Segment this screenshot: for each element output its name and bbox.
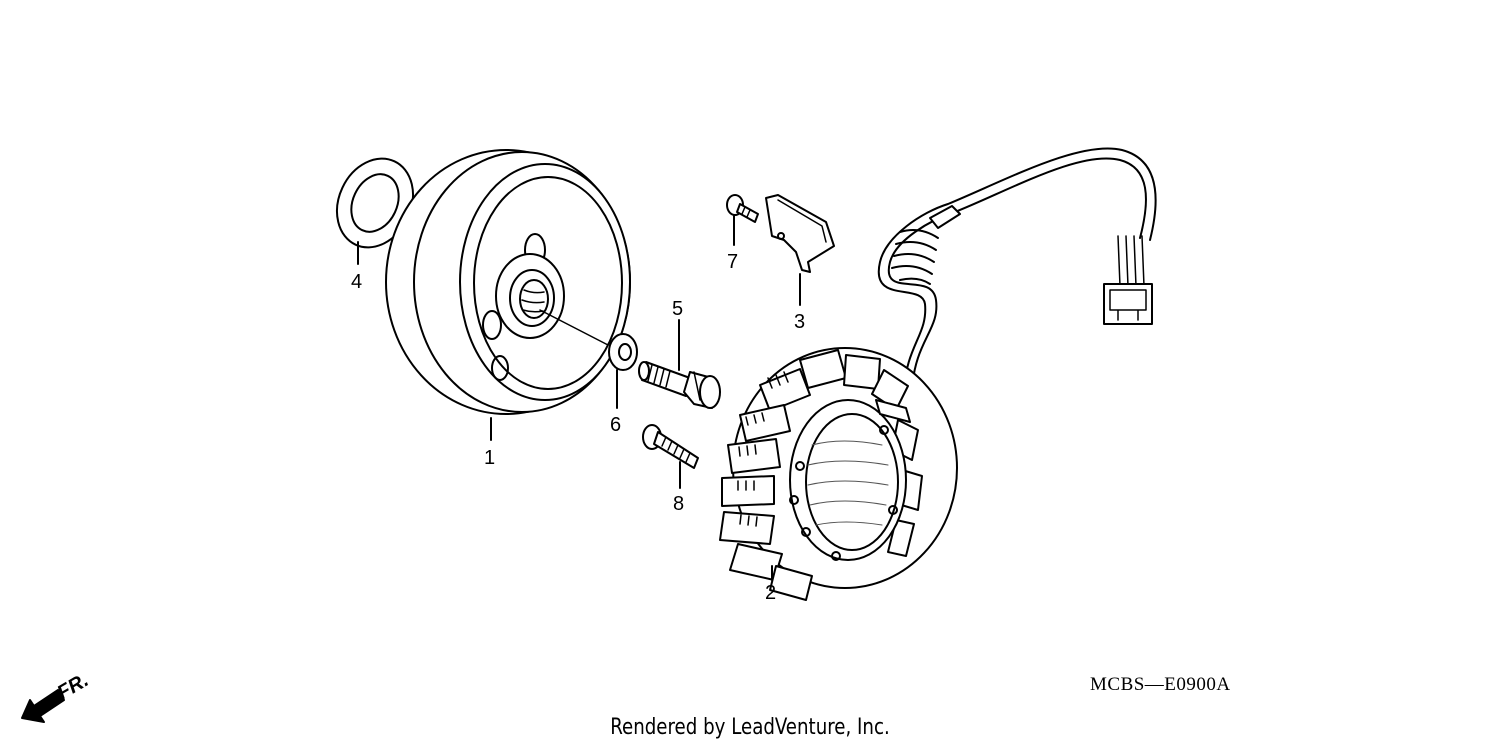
render-credit: Rendered by LeadVenture, Inc. xyxy=(610,715,890,740)
callout-1: 1 xyxy=(484,447,495,469)
callout-6: 6 xyxy=(610,414,621,436)
callout-4: 4 xyxy=(351,271,362,293)
part-6-washer[interactable] xyxy=(608,333,638,409)
part-2-stator[interactable] xyxy=(719,147,1157,601)
drawing-code: MCBS—E0900A xyxy=(1090,674,1231,695)
part-1-flywheel[interactable] xyxy=(385,149,631,441)
callout-5: 5 xyxy=(672,298,683,320)
part-8-screw[interactable] xyxy=(642,424,699,489)
callout-3: 3 xyxy=(794,311,805,333)
part-7-screw[interactable] xyxy=(726,194,759,246)
callout-7: 7 xyxy=(727,251,738,273)
callout-8: 8 xyxy=(673,493,684,515)
part-5-bolt[interactable] xyxy=(638,319,721,409)
part-3-guide-plate[interactable] xyxy=(765,194,835,306)
callout-2: 2 xyxy=(765,582,776,604)
front-direction-arrow xyxy=(21,689,65,723)
